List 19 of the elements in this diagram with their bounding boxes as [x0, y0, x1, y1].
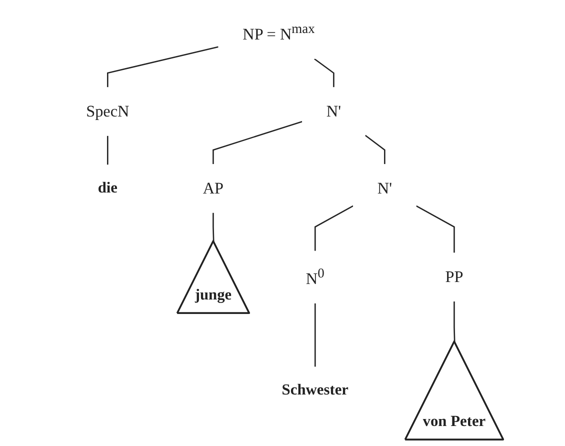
- node-text: N': [377, 180, 392, 198]
- connector: [314, 205, 354, 251]
- node-text: AP: [202, 180, 224, 198]
- node-text: die: [98, 179, 118, 196]
- connector: [364, 134, 386, 164]
- connector: [314, 303, 316, 367]
- connector: [454, 301, 456, 342]
- node-text: PP: [445, 268, 464, 286]
- node-text: NP = N$^{max}$: [242, 21, 315, 44]
- connector: [212, 212, 214, 242]
- node-text: N$^{0}$: [306, 266, 324, 288]
- connector: [314, 58, 334, 88]
- connector: [416, 205, 455, 253]
- connector: [212, 120, 302, 164]
- node-text: N': [326, 102, 342, 120]
- connector: [107, 136, 108, 165]
- node-text: Schwester: [282, 381, 348, 398]
- connector: [107, 46, 218, 88]
- node-text: SpecN: [86, 102, 130, 120]
